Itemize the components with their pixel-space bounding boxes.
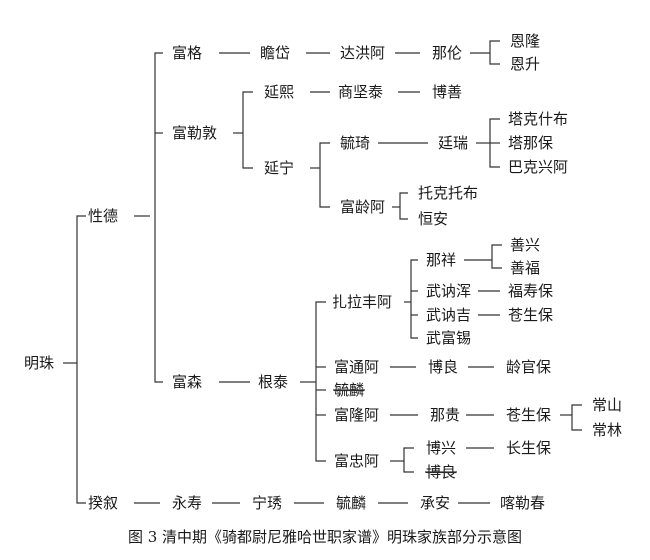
person-yuqi: 毓琦 (340, 134, 370, 152)
person-shanfu: 善福 (510, 259, 540, 277)
person-changshan: 常山 (592, 396, 622, 414)
person-zhandai: 瞻岱 (260, 44, 290, 62)
person-naxiang: 那祥 (426, 251, 456, 269)
person-enlong: 恩隆 (510, 32, 540, 50)
person-ningxiu: 宁琇 (252, 494, 282, 512)
person-yulin: 毓麟 (336, 494, 366, 512)
person-lingguanbao: 龄官保 (506, 358, 551, 376)
figure-caption: 图 3 清中期《骑都尉尼雅哈世职家谱》明珠家族部分示意图 (127, 528, 523, 546)
person-fuge: 富格 (172, 44, 202, 62)
person-tanabao: 塔那保 (508, 134, 553, 152)
person-fusen: 富森 (172, 373, 202, 391)
person-dahonga: 达洪阿 (340, 44, 385, 62)
person-fulinga: 富龄阿 (340, 198, 385, 216)
person-shanxing: 善兴 (510, 236, 540, 254)
person-yanning: 延宁 (264, 159, 294, 177)
person-canshengbao-1: 苍生保 (508, 306, 553, 324)
person-kuixu: 揆叙 (88, 494, 118, 512)
person-changlin: 常林 (592, 421, 622, 439)
person-wunahui: 武讷浑 (426, 282, 471, 300)
person-wufuxi: 武富锡 (426, 329, 471, 347)
person-boliang-1: 博良 (428, 358, 458, 376)
person-fushoubao: 福寿保 (508, 282, 553, 300)
person-yanxi: 延熙 (264, 83, 294, 101)
person-labels: 明珠 性德 揆叙 富格 富勒敦 富森 瞻岱 达洪阿 那伦 恩隆 恩升 延熙 商坚… (24, 32, 622, 512)
person-fulonga: 富隆阿 (334, 406, 379, 424)
person-shangjiantai: 商坚泰 (338, 83, 383, 101)
person-ensheng: 恩升 (510, 55, 540, 73)
person-cheng-an: 承安 (420, 494, 450, 512)
person-wunaji: 武讷吉 (426, 306, 471, 324)
person-heng-an: 恒安 (418, 210, 448, 228)
person-canshengbao-2: 苍生保 (506, 406, 551, 424)
connector-lines (63, 40, 582, 504)
person-boxing: 博兴 (426, 439, 456, 457)
person-changshengbao: 长生保 (506, 439, 551, 457)
person-fuzhonga: 富忠阿 (334, 452, 379, 470)
person-tingrui: 廷瑞 (438, 134, 468, 152)
person-fuledun: 富勒敦 (172, 124, 217, 142)
person-xingde: 性德 (88, 207, 118, 225)
person-tuoketuobu: 托克托布 (418, 184, 478, 202)
person-bakexinga: 巴克兴阿 (508, 158, 568, 176)
person-mingzhu: 明珠 (24, 354, 54, 372)
person-nagui: 那贵 (430, 406, 460, 424)
person-yongshou: 永寿 (172, 494, 202, 512)
person-nalun: 那伦 (432, 44, 462, 62)
person-boshan: 博善 (432, 83, 462, 101)
person-takeshibu: 塔克什布 (508, 110, 568, 128)
person-futonga: 富通阿 (334, 358, 379, 376)
person-gentai: 根泰 (258, 373, 288, 391)
person-zhalafenga: 扎拉丰阿 (332, 293, 392, 311)
person-kalechun: 喀勒春 (500, 494, 545, 512)
